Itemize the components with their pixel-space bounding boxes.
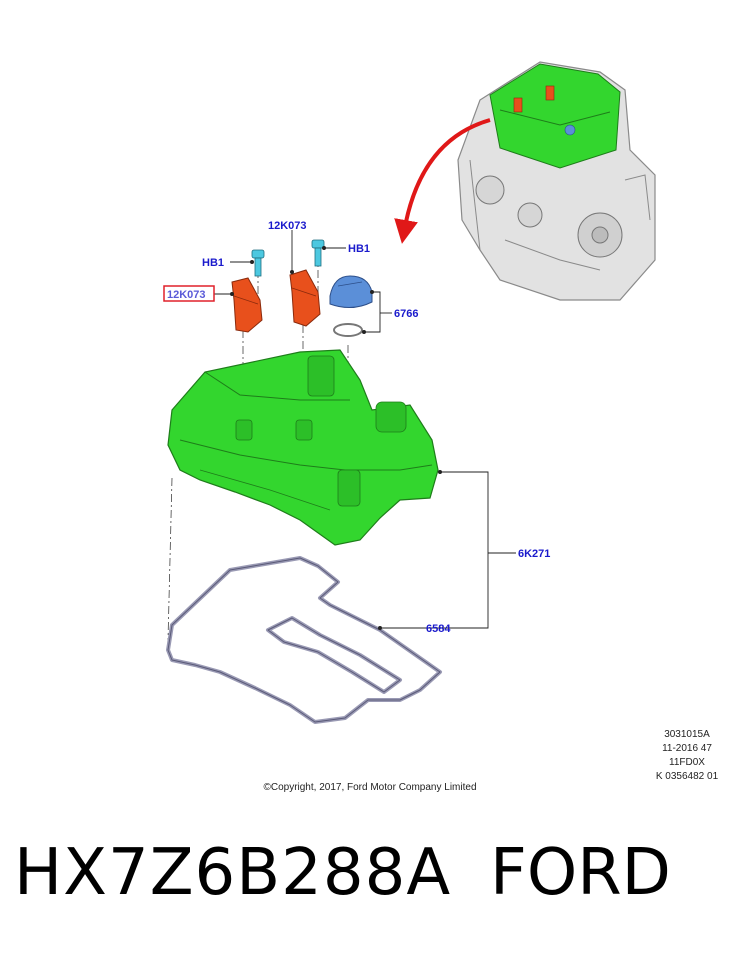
location-arrow: [394, 118, 491, 244]
exploded-parts-diagram: 12K073 12K073 HB1 HB1 6766 6K271 6584: [163, 61, 656, 724]
leader-dots: [230, 246, 442, 630]
part-number-caption: HX7Z6B288A: [14, 836, 452, 910]
reference-line: 11FD0X: [669, 757, 705, 768]
copyright-notice: ©Copyright, 2017, Ford Motor Company Lim…: [263, 782, 477, 793]
coil-bolt-right: [311, 239, 325, 267]
brand-caption: FORD: [490, 836, 671, 910]
callout-bolt-right[interactable]: HB1: [348, 243, 370, 255]
reference-line: 11-2016 47: [662, 743, 712, 754]
callout-gasket[interactable]: 6584: [426, 623, 451, 635]
ignition-coil-left: [231, 277, 263, 333]
coil-bolt-left: [251, 249, 265, 277]
callout-cap[interactable]: 6766: [394, 308, 418, 320]
callout-cover[interactable]: 6K271: [518, 548, 550, 560]
valve-cover-gasket: [166, 556, 442, 724]
drawing-reference-block: 3031015A 11-2016 47 11FD0X K 0356482 01: [642, 728, 732, 784]
ignition-coil-right: [289, 269, 321, 327]
callout-highlight-box: [163, 285, 215, 302]
valve-cover: [167, 349, 439, 546]
callout-coil-top[interactable]: 12K073: [268, 220, 307, 232]
callout-bolt-left[interactable]: HB1: [202, 257, 224, 269]
engine-illustration: [457, 61, 656, 301]
leader-lines: [214, 230, 516, 629]
reference-line: K 0356482 01: [655, 771, 719, 782]
filler-cap-seal: [333, 323, 363, 337]
callout-coil-left[interactable]: 12K073: [167, 289, 206, 301]
reference-line: 3031015A: [664, 729, 710, 740]
oil-filler-cap: [329, 275, 373, 308]
